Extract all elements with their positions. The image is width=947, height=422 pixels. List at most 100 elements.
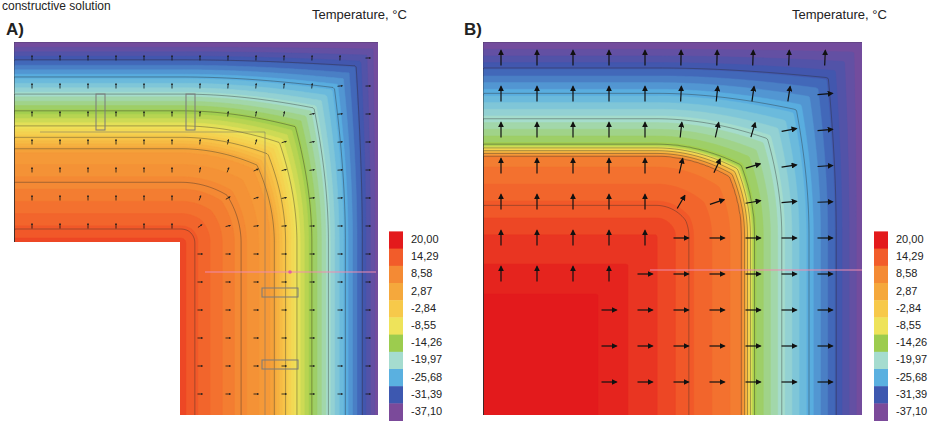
heat-flux-arrow [608,159,609,174]
heat-flux-arrow [32,84,33,89]
section-line [650,269,862,270]
heat-flux-arrow [254,394,259,395]
colorbar-value: 2,87 [411,285,432,298]
anchor-tie [186,94,195,130]
temperature-band [14,114,309,418]
heat-flux-arrow [572,87,573,102]
heat-flux-arrow [60,112,61,117]
heat-flux-arrow [88,84,89,89]
colorbar-swatch [874,283,888,301]
colorbar-value: -25,68 [411,371,442,384]
heat-flux-arrow [572,267,573,282]
panel-letter: A) [6,20,24,40]
colorbar-title: Temperature, °C [312,8,407,23]
heat-flux-arrow [116,140,117,145]
heat-flux-arrow [782,237,797,238]
heat-flux-arrow [536,195,537,210]
heat-flux-arrow [32,196,33,201]
heat-flux-arrow [536,87,537,102]
heat-flux-arrow [338,394,343,395]
heat-flux-arrow [572,123,573,138]
heat-flux-arrow [32,112,33,117]
anchor-tie [262,360,298,369]
colorbar-swatch [874,335,888,353]
heat-flux-arrow [255,56,256,61]
heat-flux-arrow [366,394,371,395]
layer-boundary [40,132,265,415]
heat-flux-arrow [198,225,202,228]
colorbar-swatch [389,317,403,335]
temperature-band [14,141,282,418]
colorbar-value: -31,39 [896,388,927,401]
heat-flux-arrow [310,113,315,115]
temperature-band [483,136,763,415]
heat-flux-arrow [338,169,343,170]
heat-flux-arrow [752,87,754,102]
isotherm [483,205,689,415]
heat-flux-arrow [366,113,371,114]
heat-flux-arrow [144,140,145,145]
heat-flux-arrow [818,165,833,167]
temperature-band [483,42,862,415]
heat-flux-arrow [199,196,201,201]
heat-flux-arrow [366,338,371,339]
colorbar-swatch [874,352,888,370]
heat-flux-arrow [338,225,343,226]
heat-flux-arrow [282,338,287,339]
heat-flux-arrow [198,282,203,283]
colorbar-value: 8,58 [411,267,432,280]
colorbar-value: -37,10 [411,405,442,418]
temperature-band [483,153,745,415]
temperature-band [14,42,382,418]
colorbar-value: -25,68 [896,371,927,384]
anchor-tie [262,288,298,297]
temperature-band [14,226,198,418]
heat-flux-arrow [608,87,609,102]
temperature-band [14,150,273,418]
colorbar-swatch [874,266,888,284]
isotherm [14,229,195,418]
heat-flux-arrow [144,168,145,173]
heat-flux-arrow [311,56,312,61]
heat-flux-arrow [818,129,833,130]
heat-flux-arrow [116,56,117,61]
temperature-band [483,129,770,415]
heat-flux-arrow [60,224,61,229]
heat-flux-arrow [644,195,645,210]
heat-flux-arrow [818,273,833,274]
colorbar-value: -14,26 [411,336,442,349]
heat-flux-arrow [746,237,761,238]
heat-flux-arrow [282,225,287,226]
heat-flux-arrow [644,51,645,66]
isotherm [483,151,748,415]
heat-flux-arrow [88,196,89,201]
heat-flux-arrow [500,159,501,174]
heat-flux-arrow [608,51,609,66]
heat-flux-arrow [366,225,371,226]
colorbar-swatch [874,317,888,335]
heat-flux-arrow [255,84,256,89]
heat-flux-arrow [752,51,754,66]
heat-flux-arrow [338,282,343,283]
heat-flux-arrow [116,168,117,173]
heat-flux-arrow [715,123,718,138]
heat-flux-arrow [366,366,371,367]
isotherm [483,93,809,415]
heat-flux-arrow [782,201,797,202]
temperature-band [483,151,747,415]
heat-flux-arrow [254,254,259,255]
temperature-band [483,96,806,415]
heat-flux-arrow [818,201,833,203]
heat-flux-arrow [644,123,645,138]
heat-flux-arrow [198,366,203,367]
heat-flux-arrow [644,159,645,174]
heat-flux-arrow [818,309,833,310]
colorbar-swatch [389,300,403,318]
heat-flux-arrow [282,394,287,395]
panel-letter: B) [464,20,482,40]
heat-flux-arrow [198,310,203,311]
colorbar-swatch [389,352,403,370]
isotherm [483,153,745,415]
colorbar-swatch [389,283,403,301]
heat-flux-arrow [60,56,61,61]
